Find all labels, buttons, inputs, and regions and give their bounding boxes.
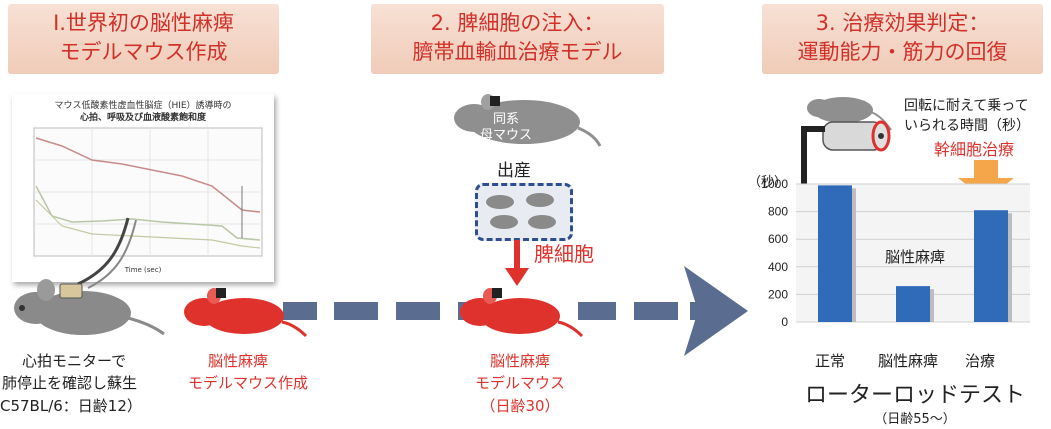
monitor-graph-title-line1: マウス低酸素性虚血性脳症（HIE）誘導時の: [54, 101, 232, 111]
step3-title: 3. 治療効果判定： 運動能力・筋力の回復: [762, 4, 1043, 74]
chart-bars: [818, 185, 1012, 322]
monitor-caption-line3: C57BL/6：日齢12）: [0, 397, 142, 415]
monitor-caption-line1: 心拍モニターで: [22, 352, 127, 370]
chart-ytick-label: 1000: [761, 177, 788, 191]
rotarod-desc-line2: いられる時間（秒）: [904, 118, 1030, 134]
chart-ytick-label: 800: [768, 205, 788, 219]
chart-ylabel: （秒）: [748, 174, 787, 189]
rotarod-icon: [801, 97, 892, 210]
monitor-graph: マウス低酸素性虚血性脳症（HIE）誘導時の 心拍、呼吸及び血液酸素飽和度 Tim…: [12, 94, 274, 282]
treatment-label: 幹細胞治療: [934, 140, 1015, 159]
mother-mouse-icon: [454, 94, 602, 147]
mother-label-line2: 母マウス: [479, 128, 532, 143]
chart-bar-2: [974, 210, 1008, 322]
rotarod-test-age: （日齢55～）: [874, 412, 956, 427]
category-label-cp: 脳性麻痺: [877, 352, 938, 370]
monitor-caption-line2: 肺停止を確認し蘇生: [2, 374, 138, 392]
monitor-graph-plot: [33, 127, 263, 257]
chart-bar-1: [896, 286, 930, 322]
step1-title-line2: モデルマウス作成: [59, 40, 228, 64]
step1-title-line1: Ⅰ.世界初の脳性麻痺: [53, 11, 234, 35]
middle-model-line2: モデルマウス: [474, 374, 565, 392]
step2-title-line2: 臍帯血輸血治療モデル: [412, 40, 623, 64]
step3-title-line1: 3. 治療効果判定：: [815, 11, 990, 35]
step2-title-line1: 2. 脾細胞の注入：: [430, 11, 605, 35]
left-model-line2: モデルマウス作成: [187, 374, 308, 392]
middle-model-line1: 脳性麻痺: [489, 352, 550, 370]
cp-bar-label: 脳性麻痺: [884, 248, 945, 266]
middle-age-label: （日齢30）: [480, 397, 560, 415]
litter-box: [475, 183, 573, 241]
chart-ytick-label: 400: [768, 260, 788, 274]
chart-ytick-label: 200: [768, 287, 788, 301]
rotarod-test-title: ローターロッドテスト: [804, 383, 1025, 408]
mother-label-line1: 同系: [492, 112, 519, 127]
monitor-graph-xlabel: Time (sec): [124, 266, 162, 274]
step2-title: 2. 脾細胞の注入： 臍帯血輸血治療モデル: [371, 4, 664, 74]
chart-ytick-label: 0: [781, 315, 788, 329]
heart-rate-line: [35, 137, 261, 213]
step3-title-line2: 運動能力・筋力の回復: [797, 40, 1008, 64]
litter-pups-icon: [486, 193, 556, 229]
monitor-graph-title-line2: 心拍、呼吸及び血液酸素飽和度: [79, 113, 206, 123]
spleen-cell-label: 脾細胞: [534, 242, 594, 266]
left-model-line1: 脳性麻痺: [207, 352, 268, 370]
injection-arrow: [505, 240, 529, 286]
monitored-mouse-icon: [14, 217, 165, 336]
rotarod-desc-line1: 回転に耐えて乗って: [904, 98, 1029, 114]
category-label-normal: 正常: [814, 352, 845, 370]
chart-bar-0: [818, 185, 852, 322]
category-label-treatment: 治療: [964, 352, 995, 370]
chart-ytick-label: 600: [768, 232, 788, 246]
respiration-line: [35, 185, 261, 241]
cp-model-mouse-icon: [184, 288, 308, 338]
birth-label: 出産: [497, 161, 531, 181]
rotarod-chart: （秒） 1000 800 600 400 200 0: [748, 174, 1030, 329]
step1-title: Ⅰ.世界初の脳性麻痺 モデルマウス作成: [8, 4, 279, 74]
treated-model-mouse-icon: [460, 288, 584, 338]
oxygen-line: [35, 199, 261, 249]
